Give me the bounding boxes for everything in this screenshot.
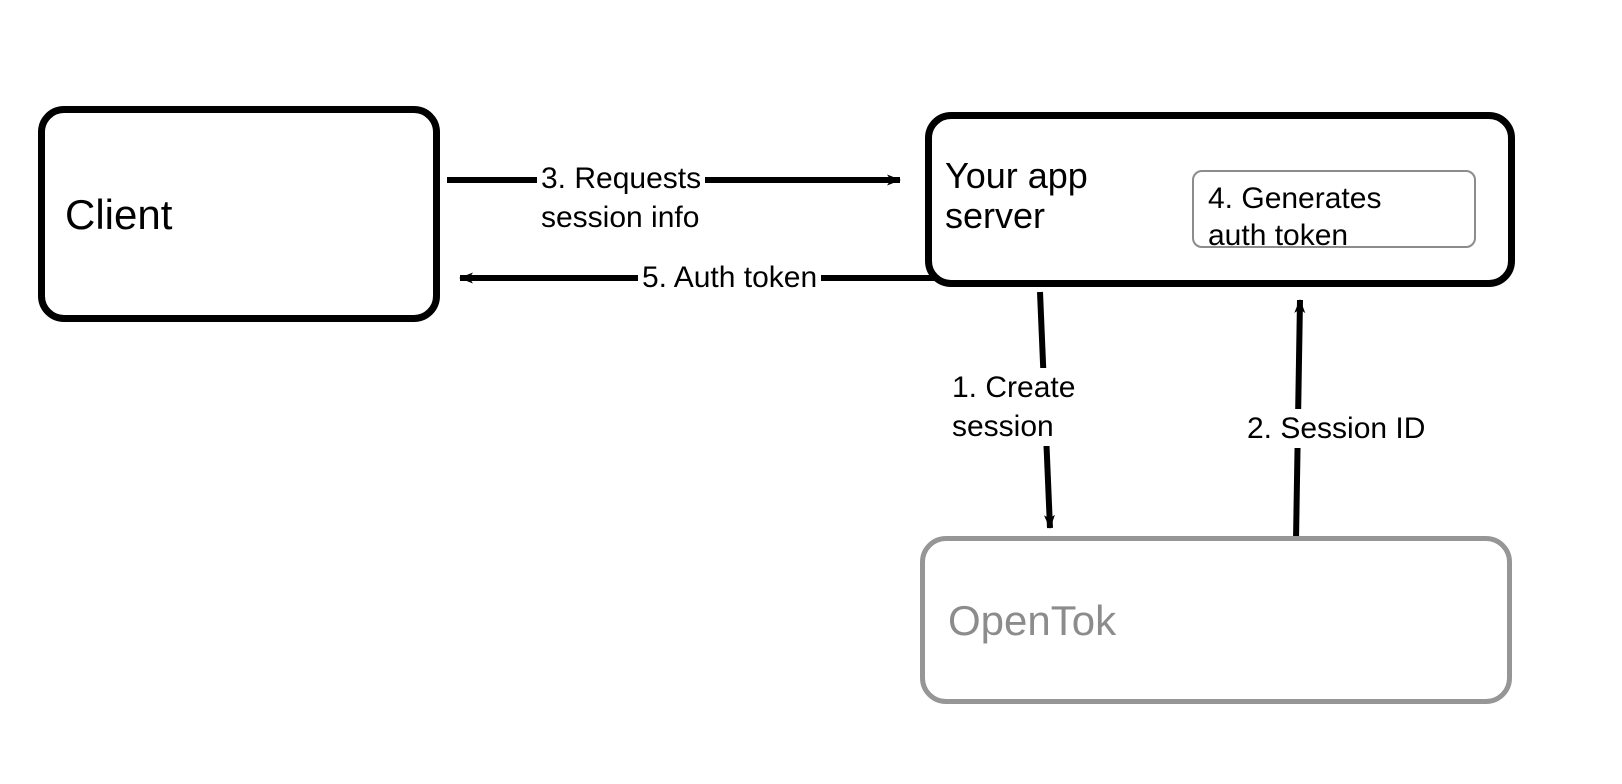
edge-label-create-session: 1. Create session bbox=[948, 368, 1080, 446]
node-client[interactable] bbox=[38, 106, 440, 322]
node-client-label: Client bbox=[65, 191, 173, 238]
edge-label-requests-session-info: 3. Requests session info bbox=[537, 159, 706, 237]
node-opentok[interactable] bbox=[920, 536, 1512, 704]
edge-label-session-id: 2. Session ID bbox=[1243, 409, 1430, 448]
node-generates-auth-token[interactable] bbox=[1192, 170, 1476, 248]
node-generates-auth-token-label: 4. Generates auth token bbox=[1208, 182, 1382, 252]
edge-label-auth-token: 5. Auth token bbox=[638, 258, 822, 297]
node-opentok-label: OpenTok bbox=[948, 597, 1117, 644]
node-app-server-label: Your app server bbox=[945, 155, 1088, 236]
